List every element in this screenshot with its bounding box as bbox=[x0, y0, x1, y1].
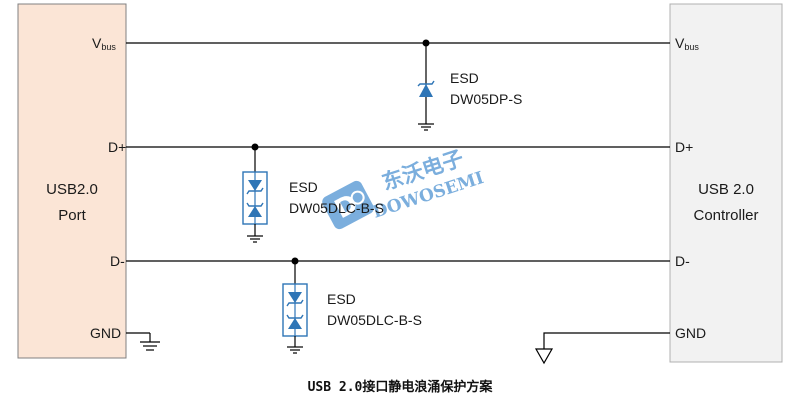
port-title-line2: Port bbox=[58, 207, 86, 224]
controller-title-line2: Controller bbox=[693, 207, 758, 224]
right-ground-symbol bbox=[534, 348, 554, 365]
left-gnd-label: GND bbox=[90, 325, 121, 341]
left-dminus-label: D- bbox=[110, 253, 125, 269]
right-vbus-label: Vbus bbox=[675, 35, 699, 52]
esd-dminus-diode-icon bbox=[282, 283, 308, 337]
esd-dplus-diode-icon bbox=[242, 171, 268, 225]
esd-vbus-part: DW05DP-S bbox=[450, 91, 522, 107]
watermark-logo-icon: D bbox=[322, 180, 374, 230]
esd-vbus-diode-icon bbox=[419, 84, 433, 97]
right-gnd-label: GND bbox=[675, 325, 706, 341]
esd-dplus-tag: ESD bbox=[289, 179, 318, 195]
left-vbus-label: Vbus bbox=[92, 35, 116, 52]
right-gnd-line bbox=[543, 332, 670, 349]
right-dplus-label: D+ bbox=[675, 139, 693, 155]
port-title-line1: USB2.0 bbox=[46, 181, 98, 198]
usb-port-block bbox=[17, 3, 127, 359]
left-dplus-label: D+ bbox=[108, 139, 126, 155]
right-dminus-label: D- bbox=[675, 253, 690, 269]
usb-controller-block bbox=[669, 3, 783, 363]
esd-vbus-circuit bbox=[417, 39, 435, 131]
esd-dminus-circuit bbox=[282, 257, 308, 354]
esd-dminus-part: DW05DLC-B-S bbox=[327, 312, 422, 328]
controller-title-line1: USB 2.0 bbox=[698, 181, 754, 198]
esd-vbus-tag: ESD bbox=[450, 70, 479, 86]
esd-dminus-tag: ESD bbox=[327, 291, 356, 307]
watermark: D 东沃电子 DOWOSEMI bbox=[322, 145, 486, 230]
esd-dplus-part: DW05DLC-B-S bbox=[289, 200, 384, 216]
esd-dplus-circuit bbox=[242, 143, 268, 243]
left-ground-symbol bbox=[140, 333, 160, 351]
figure-caption: USB 2.0接口静电浪涌保护方案 bbox=[308, 379, 494, 395]
